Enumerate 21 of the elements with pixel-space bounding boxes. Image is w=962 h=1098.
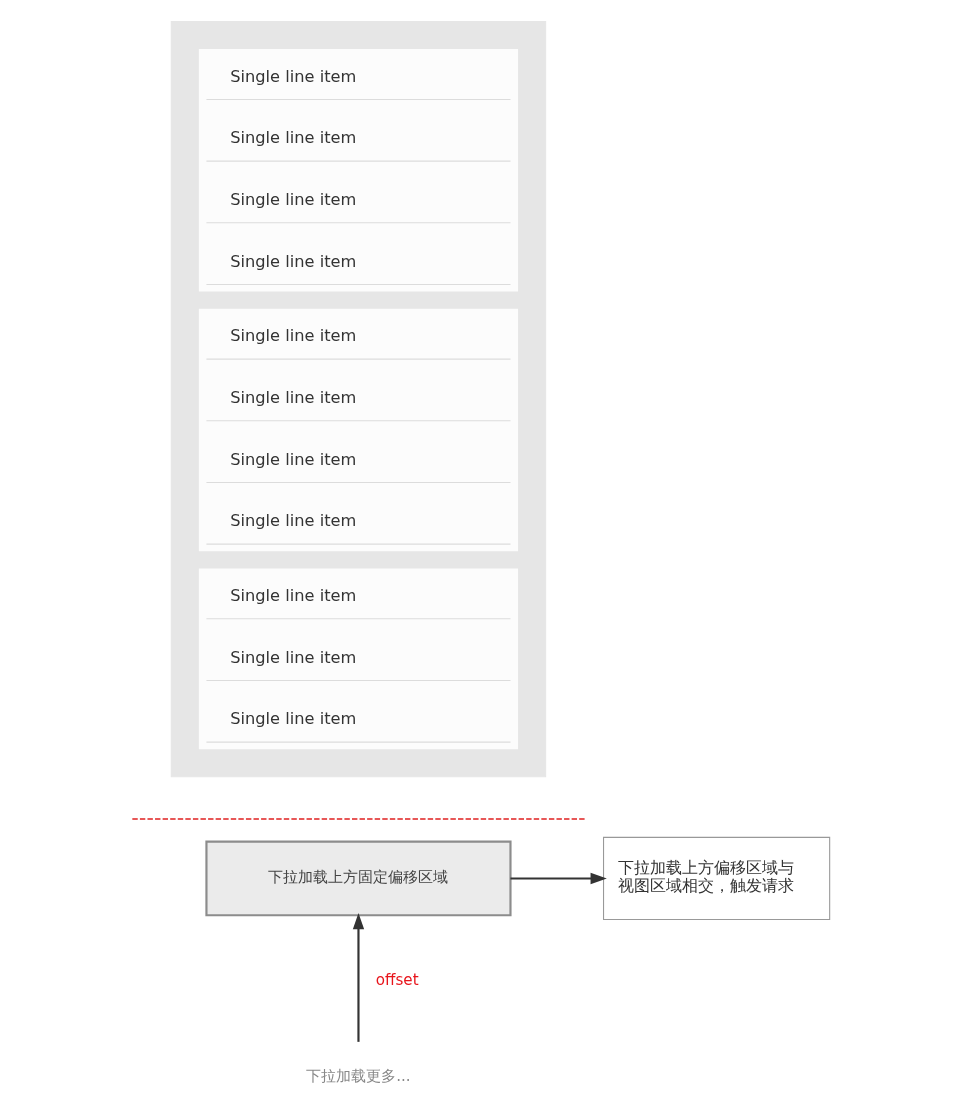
node-text: Single line item	[230, 511, 357, 531]
cluster	[198, 568, 519, 750]
node-text: Single line item	[230, 326, 357, 346]
edge-label: offset	[375, 971, 419, 990]
node-text: Single line item	[230, 449, 357, 469]
node-text: Single line item	[230, 66, 357, 86]
node-text: Single line item	[230, 251, 357, 271]
arrow	[352, 913, 365, 1042]
cluster	[198, 308, 519, 552]
node-text: Single line item	[230, 128, 357, 148]
cluster	[170, 21, 547, 778]
node-text: Single line item	[230, 387, 357, 407]
node-text: Single line item	[230, 709, 357, 729]
node-text: Single line item	[230, 189, 357, 209]
node-box: 下拉加载上方偏移区域与视图区域相交，触发请求	[603, 836, 831, 921]
cluster	[198, 49, 519, 292]
arrow	[510, 872, 607, 885]
node-text: 下拉加载更多...	[306, 1067, 411, 1086]
node-text: Single line item	[230, 585, 357, 605]
node-box: 下拉加载上方固定偏移区域	[205, 840, 512, 917]
node-text: Single line item	[230, 647, 357, 667]
